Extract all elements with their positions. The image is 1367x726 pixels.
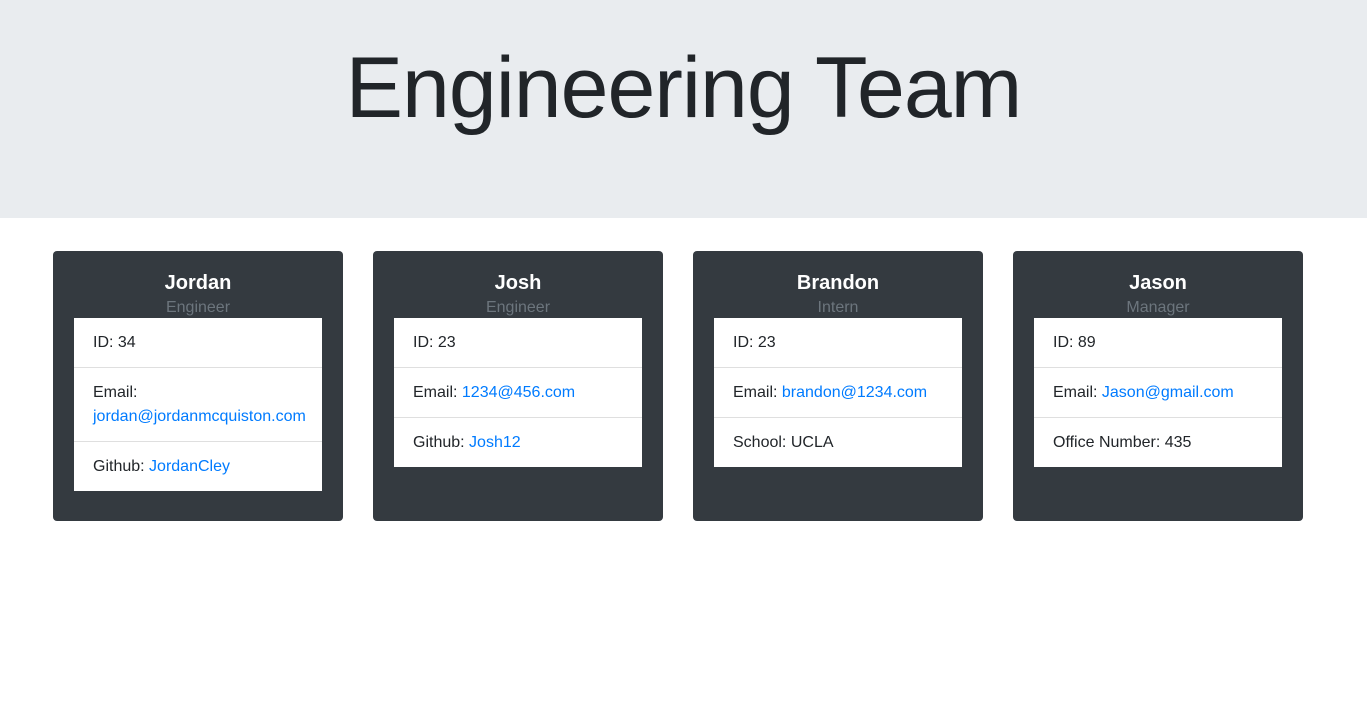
employee-name: Jason [1129, 272, 1187, 294]
team-cards: Jordan Engineer ID: 34 Email: jordan@jor… [53, 251, 1303, 521]
employee-card: Jason Manager ID: 89 Email: Jason@gmail.… [1013, 251, 1303, 521]
employee-role: Engineer [485, 299, 551, 316]
employee-details: ID: 89 Email: Jason@gmail.com Office Num… [1034, 318, 1282, 467]
employee-card: Brandon Intern ID: 23 Email: brandon@123… [693, 251, 983, 521]
school-label: School: [733, 434, 787, 451]
employee-office-number: Office Number: 435 [1034, 417, 1282, 467]
email-label: Email: [413, 384, 458, 401]
page-title: Engineering Team [345, 40, 1023, 136]
email-label: Email: [733, 384, 778, 401]
page-header: Engineering Team [0, 0, 1367, 218]
employee-id: ID: 23 [394, 318, 642, 367]
employee-email: Email: Jason@gmail.com [1034, 367, 1282, 417]
employee-role: Engineer [165, 299, 231, 316]
office-number-label: Office Number: [1053, 434, 1161, 451]
employee-name: Brandon [796, 272, 880, 294]
employee-email: Email: 1234@456.com [394, 367, 642, 417]
id-label: ID: [733, 334, 754, 351]
id-value: 34 [117, 334, 136, 351]
email-link[interactable]: Jason@gmail.com [1101, 384, 1234, 401]
school-value: UCLA [790, 434, 834, 451]
github-link[interactable]: JordanCley [149, 458, 230, 475]
employee-details: ID: 23 Email: brandon@1234.com School: U… [714, 318, 962, 467]
github-link[interactable]: Josh12 [469, 434, 521, 451]
github-label: Github: [413, 434, 465, 451]
employee-details: ID: 23 Email: 1234@456.com Github: Josh1… [394, 318, 642, 467]
employee-name: Josh [494, 272, 542, 294]
github-label: Github: [93, 458, 145, 475]
email-label: Email: [1053, 384, 1098, 401]
employee-github: Github: Josh12 [394, 417, 642, 467]
id-value: 23 [437, 334, 456, 351]
employee-id: ID: 34 [74, 318, 322, 367]
employee-role: Intern [817, 299, 859, 316]
id-label: ID: [1053, 334, 1074, 351]
employee-email: Email: jordan@jordanmcquiston.com [74, 367, 322, 441]
employee-name: Jordan [164, 272, 232, 294]
employee-github: Github: JordanCley [74, 441, 322, 491]
email-link[interactable]: brandon@1234.com [781, 384, 928, 401]
email-link[interactable]: 1234@456.com [461, 384, 576, 401]
employee-details: ID: 34 Email: jordan@jordanmcquiston.com… [74, 318, 322, 491]
employee-card: Josh Engineer ID: 23 Email: 1234@456.com… [373, 251, 663, 521]
id-label: ID: [413, 334, 434, 351]
email-label: Email: [93, 384, 138, 401]
employee-school: School: UCLA [714, 417, 962, 467]
employee-card: Jordan Engineer ID: 34 Email: jordan@jor… [53, 251, 343, 521]
employee-id: ID: 89 [1034, 318, 1282, 367]
employee-id: ID: 23 [714, 318, 962, 367]
office-number-value: 435 [1164, 434, 1192, 451]
employee-role: Manager [1126, 299, 1190, 316]
id-label: ID: [93, 334, 114, 351]
email-link[interactable]: jordan@jordanmcquiston.com [93, 408, 306, 425]
id-value: 23 [757, 334, 776, 351]
employee-email: Email: brandon@1234.com [714, 367, 962, 417]
id-value: 89 [1077, 334, 1096, 351]
